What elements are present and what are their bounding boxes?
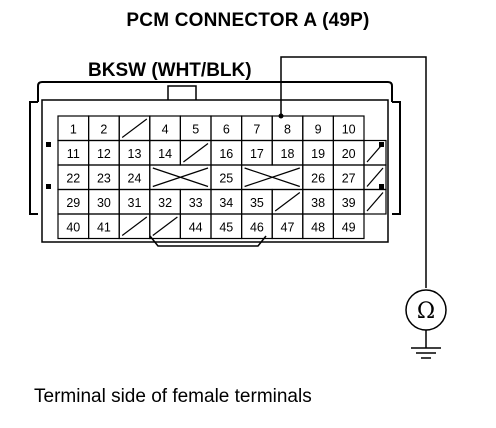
blank-terminal-mark xyxy=(183,143,209,163)
terminal-number: 24 xyxy=(128,171,142,185)
terminal-number: 17 xyxy=(250,147,264,161)
terminal-number: 2 xyxy=(100,122,107,136)
side-mark xyxy=(46,184,51,189)
terminal-number: 16 xyxy=(219,147,233,161)
terminal-number: 22 xyxy=(66,171,80,185)
blank-terminal-mark xyxy=(366,167,384,187)
terminal-number: 8 xyxy=(284,122,291,136)
blank-terminal-mark xyxy=(366,192,384,212)
caption: Terminal side of female terminals xyxy=(34,386,312,407)
blank-terminal-mark xyxy=(274,192,301,212)
terminal-number: 39 xyxy=(342,196,356,210)
probe-wire xyxy=(280,56,427,288)
blank-terminal-mark xyxy=(121,118,148,138)
terminal-number: 1 xyxy=(70,122,77,136)
terminal-number: 31 xyxy=(128,196,142,210)
connector-key-notch xyxy=(149,235,267,247)
terminal-number: 27 xyxy=(342,171,356,185)
terminal-number: 49 xyxy=(342,220,356,234)
terminal-number: 38 xyxy=(311,196,325,210)
terminal-number: 20 xyxy=(342,147,356,161)
connector-latch xyxy=(167,85,197,100)
connector-title: PCM CONNECTOR A (49P) xyxy=(126,10,370,31)
terminal-number: 7 xyxy=(253,122,260,136)
terminal-number: 48 xyxy=(311,220,325,234)
terminal-number: 23 xyxy=(97,171,111,185)
terminal-number: 9 xyxy=(315,122,322,136)
terminal-number: 4 xyxy=(162,122,169,136)
connector-housing xyxy=(37,81,393,102)
terminal-number: 26 xyxy=(311,171,325,185)
terminal-number: 45 xyxy=(219,220,233,234)
terminal-number: 18 xyxy=(281,147,295,161)
terminal-number: 29 xyxy=(66,196,80,210)
ground-icon xyxy=(411,347,441,359)
terminal-cell xyxy=(363,188,387,215)
terminal-number: 33 xyxy=(189,196,203,210)
terminal-number: 40 xyxy=(66,220,80,234)
blank-terminal-mark xyxy=(244,167,300,188)
connector-housing-right xyxy=(392,101,401,215)
probe-tip xyxy=(278,113,284,119)
blank-terminal-mark xyxy=(152,167,209,188)
terminal-number: 30 xyxy=(97,196,111,210)
connector-inner-frame xyxy=(41,99,389,243)
side-mark xyxy=(46,142,51,147)
terminal-number: 32 xyxy=(158,196,172,210)
terminal-number: 41 xyxy=(97,220,111,234)
terminal-number: 11 xyxy=(67,147,80,161)
terminal-number: 14 xyxy=(158,147,172,161)
terminal-number: 12 xyxy=(97,147,111,161)
terminal-number: 46 xyxy=(250,220,264,234)
terminal-number: 5 xyxy=(192,122,199,136)
blank-terminal-mark xyxy=(121,216,148,236)
terminal-number: 47 xyxy=(281,220,295,234)
terminal-number: 35 xyxy=(250,196,264,210)
wire-label: BKSW (WHT/BLK) xyxy=(88,60,252,81)
terminal-number: 25 xyxy=(219,171,233,185)
terminal-number: 6 xyxy=(223,122,230,136)
side-mark xyxy=(379,184,384,189)
blank-terminal-mark xyxy=(152,216,178,236)
terminal-number: 10 xyxy=(342,122,356,136)
terminal-number: 34 xyxy=(219,196,233,210)
terminal-cell xyxy=(332,213,365,240)
blank-terminal-mark xyxy=(366,143,384,163)
terminal-number: 19 xyxy=(311,147,325,161)
ohm-icon: Ω xyxy=(417,299,435,324)
terminal-number: 13 xyxy=(128,147,142,161)
connector-housing-left xyxy=(29,101,38,215)
terminal-number: 44 xyxy=(189,220,203,234)
